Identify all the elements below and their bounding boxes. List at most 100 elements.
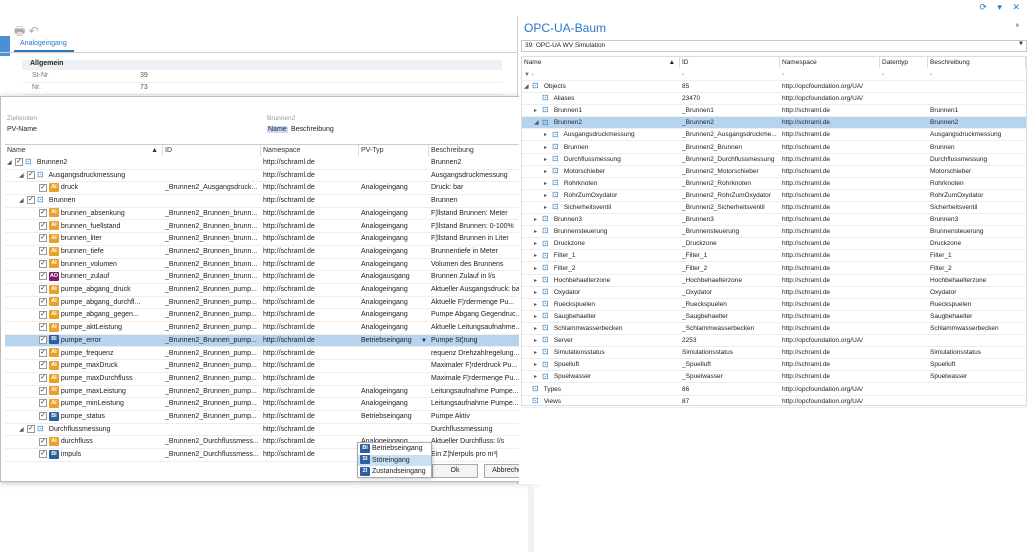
sidebar-handle[interactable] bbox=[0, 36, 10, 56]
row-pvtyp[interactable]: Analogeingang bbox=[361, 400, 408, 408]
row-pvtyp[interactable]: Analogeingang bbox=[361, 235, 408, 243]
expand-toggle[interactable]: ▸ bbox=[534, 241, 538, 248]
row-checkbox[interactable]: ✓ bbox=[27, 196, 35, 205]
table-row[interactable]: ✓ AI brunnen_liter_Brunnen2_Brunnen_brun… bbox=[5, 233, 529, 246]
expand-toggle[interactable]: ▸ bbox=[544, 156, 548, 163]
filter-icon[interactable]: ▫ bbox=[782, 72, 785, 78]
row-pvtyp[interactable]: Betriebseingang bbox=[361, 413, 412, 420]
table-row[interactable]: ✓ AI pumpe_maxDruck_Brunnen2_Brunnen_pum… bbox=[5, 360, 529, 373]
row-checkbox[interactable]: ✓ bbox=[39, 221, 47, 230]
expand-toggle[interactable]: ◢ bbox=[19, 198, 24, 205]
table-row[interactable]: ✓ AI pumpe_maxDurchfluss_Brunnen2_Brunne… bbox=[5, 373, 529, 386]
row-pvtyp[interactable]: Analogausgang bbox=[361, 273, 410, 281]
row-pvtyp[interactable]: Analogeingang bbox=[361, 311, 408, 319]
close-icon[interactable]: ✕ bbox=[1012, 2, 1024, 12]
chevron-down-icon[interactable]: ▼ bbox=[421, 337, 427, 344]
row-pvtyp[interactable]: Analogeingang bbox=[361, 324, 408, 332]
expand-toggle[interactable]: ▸ bbox=[544, 132, 548, 139]
row-checkbox[interactable]: ✓ bbox=[39, 183, 47, 192]
tab-analogeingang[interactable]: Analogeingang bbox=[14, 36, 74, 52]
row-checkbox[interactable]: ✓ bbox=[39, 323, 47, 332]
row-checkbox[interactable]: ✓ bbox=[39, 297, 47, 306]
chevron-down-icon[interactable]: ▾ bbox=[997, 2, 1006, 12]
table-row[interactable]: ✓ AI pumpe_maxLeistung_Brunnen2_Brunnen_… bbox=[5, 386, 529, 399]
table-row[interactable]: ✓ AI pumpe_abgang_gegen..._Brunnen2_Brun… bbox=[5, 309, 529, 323]
table-row[interactable]: ✓ AI brunnen_tiefe_Brunnen2_Brunnen_brun… bbox=[5, 246, 529, 259]
expand-toggle[interactable]: ▸ bbox=[534, 338, 538, 345]
tree-row[interactable]: ▸⊡ Durchflussmessung_Brunnen2_Durchfluss… bbox=[522, 154, 1026, 166]
row-pvtyp[interactable]: Analogeingang bbox=[361, 247, 408, 255]
name-mapping-target[interactable]: Beschreibung bbox=[291, 126, 334, 133]
table-row[interactable]: ✓ AI pumpe_abgang_druck_Brunnen2_Brunnen… bbox=[5, 284, 529, 297]
table-row[interactable]: ✓ AI druck_Brunnen2_Ausgangsdruck...http… bbox=[5, 182, 529, 196]
row-pvtyp[interactable]: Analogeingang bbox=[361, 184, 408, 192]
refresh-icon[interactable]: ⟳ bbox=[979, 2, 991, 12]
table-row[interactable]: ✓ BI pumpe_error_Brunnen2_Brunnen_pump..… bbox=[5, 334, 529, 348]
row-checkbox[interactable]: ✓ bbox=[39, 310, 47, 319]
row-checkbox[interactable]: ✓ bbox=[39, 335, 47, 344]
filter-icon[interactable]: ▫ bbox=[882, 72, 885, 78]
tree-row[interactable]: ▸⊡ RohrZumOxydator_Brunnen2_RohrZumOxyda… bbox=[522, 190, 1026, 202]
column-header-name[interactable]: Name▲ bbox=[5, 145, 163, 156]
table-row[interactable]: ✓ AI pumpe_aktLeistung_Brunnen2_Brunnen_… bbox=[5, 322, 529, 335]
table-row[interactable]: ✓ AI durchfluss_Brunnen2_Durchflussmess.… bbox=[5, 436, 529, 450]
column-header-beschreibung[interactable]: Beschreibung bbox=[928, 57, 1026, 68]
column-header-pvtyp[interactable]: PV-Typ bbox=[359, 145, 429, 156]
column-header-namespace[interactable]: Namespace bbox=[261, 145, 359, 156]
undo-icon[interactable]: ↶ bbox=[28, 24, 39, 38]
expand-toggle[interactable]: ▸ bbox=[534, 374, 538, 381]
row-checkbox[interactable]: ✓ bbox=[39, 259, 47, 268]
name-mapping-source[interactable]: Name bbox=[267, 126, 288, 133]
row-checkbox[interactable]: ✓ bbox=[27, 170, 35, 179]
column-header-name[interactable]: Name▲ bbox=[522, 57, 680, 68]
column-header-datentyp[interactable]: Datentyp bbox=[880, 57, 928, 68]
row-pvtyp[interactable]: Betriebseingang bbox=[361, 336, 412, 344]
expand-toggle[interactable]: ▸ bbox=[544, 192, 548, 199]
row-checkbox[interactable]: ✓ bbox=[39, 234, 47, 243]
chevron-down-icon[interactable]: ▼ bbox=[1018, 41, 1024, 47]
row-checkbox[interactable]: ✓ bbox=[39, 348, 47, 357]
tree-row[interactable]: ▸⊡ Sicherheitsventil_Brunnen2_Sicherheit… bbox=[522, 202, 1026, 215]
expand-toggle[interactable]: ▸ bbox=[544, 168, 548, 175]
dropdown-option[interactable]: BI Betriebseingang bbox=[358, 443, 431, 455]
expand-toggle[interactable]: ▸ bbox=[534, 313, 538, 320]
dropdown-option[interactable]: ZI Zustandseingang bbox=[358, 466, 431, 478]
column-header-beschreibung[interactable]: Beschreibung bbox=[429, 145, 529, 156]
expand-toggle[interactable]: ▸ bbox=[534, 217, 538, 224]
expand-toggle[interactable]: ◢ bbox=[534, 120, 539, 127]
expand-toggle[interactable]: ▸ bbox=[544, 180, 548, 187]
expand-toggle[interactable]: ▸ bbox=[534, 301, 538, 308]
row-checkbox[interactable]: ✓ bbox=[39, 272, 47, 281]
filter-icon[interactable]: ▫ bbox=[682, 72, 685, 78]
row-checkbox[interactable]: ✓ bbox=[39, 437, 47, 446]
expand-toggle[interactable]: ▸ bbox=[534, 350, 538, 357]
table-row[interactable]: ✓ AI pumpe_minLeistung_Brunnen2_Brunnen_… bbox=[5, 398, 529, 411]
row-checkbox[interactable]: ✓ bbox=[39, 285, 47, 294]
expand-toggle[interactable]: ▸ bbox=[534, 289, 538, 296]
source-select[interactable]: 39: OPC-UA WV Simulation bbox=[521, 40, 1027, 52]
column-header-namespace[interactable]: Namespace bbox=[780, 57, 880, 68]
table-row[interactable]: ✓ AI brunnen_absenkung_Brunnen2_Brunnen_… bbox=[5, 208, 529, 221]
expand-toggle[interactable]: ◢ bbox=[19, 172, 24, 179]
expand-toggle[interactable]: ▸ bbox=[534, 253, 538, 260]
filter-icon[interactable]: ▼ ▫ bbox=[524, 72, 534, 78]
row-checkbox[interactable]: ✓ bbox=[39, 412, 47, 421]
